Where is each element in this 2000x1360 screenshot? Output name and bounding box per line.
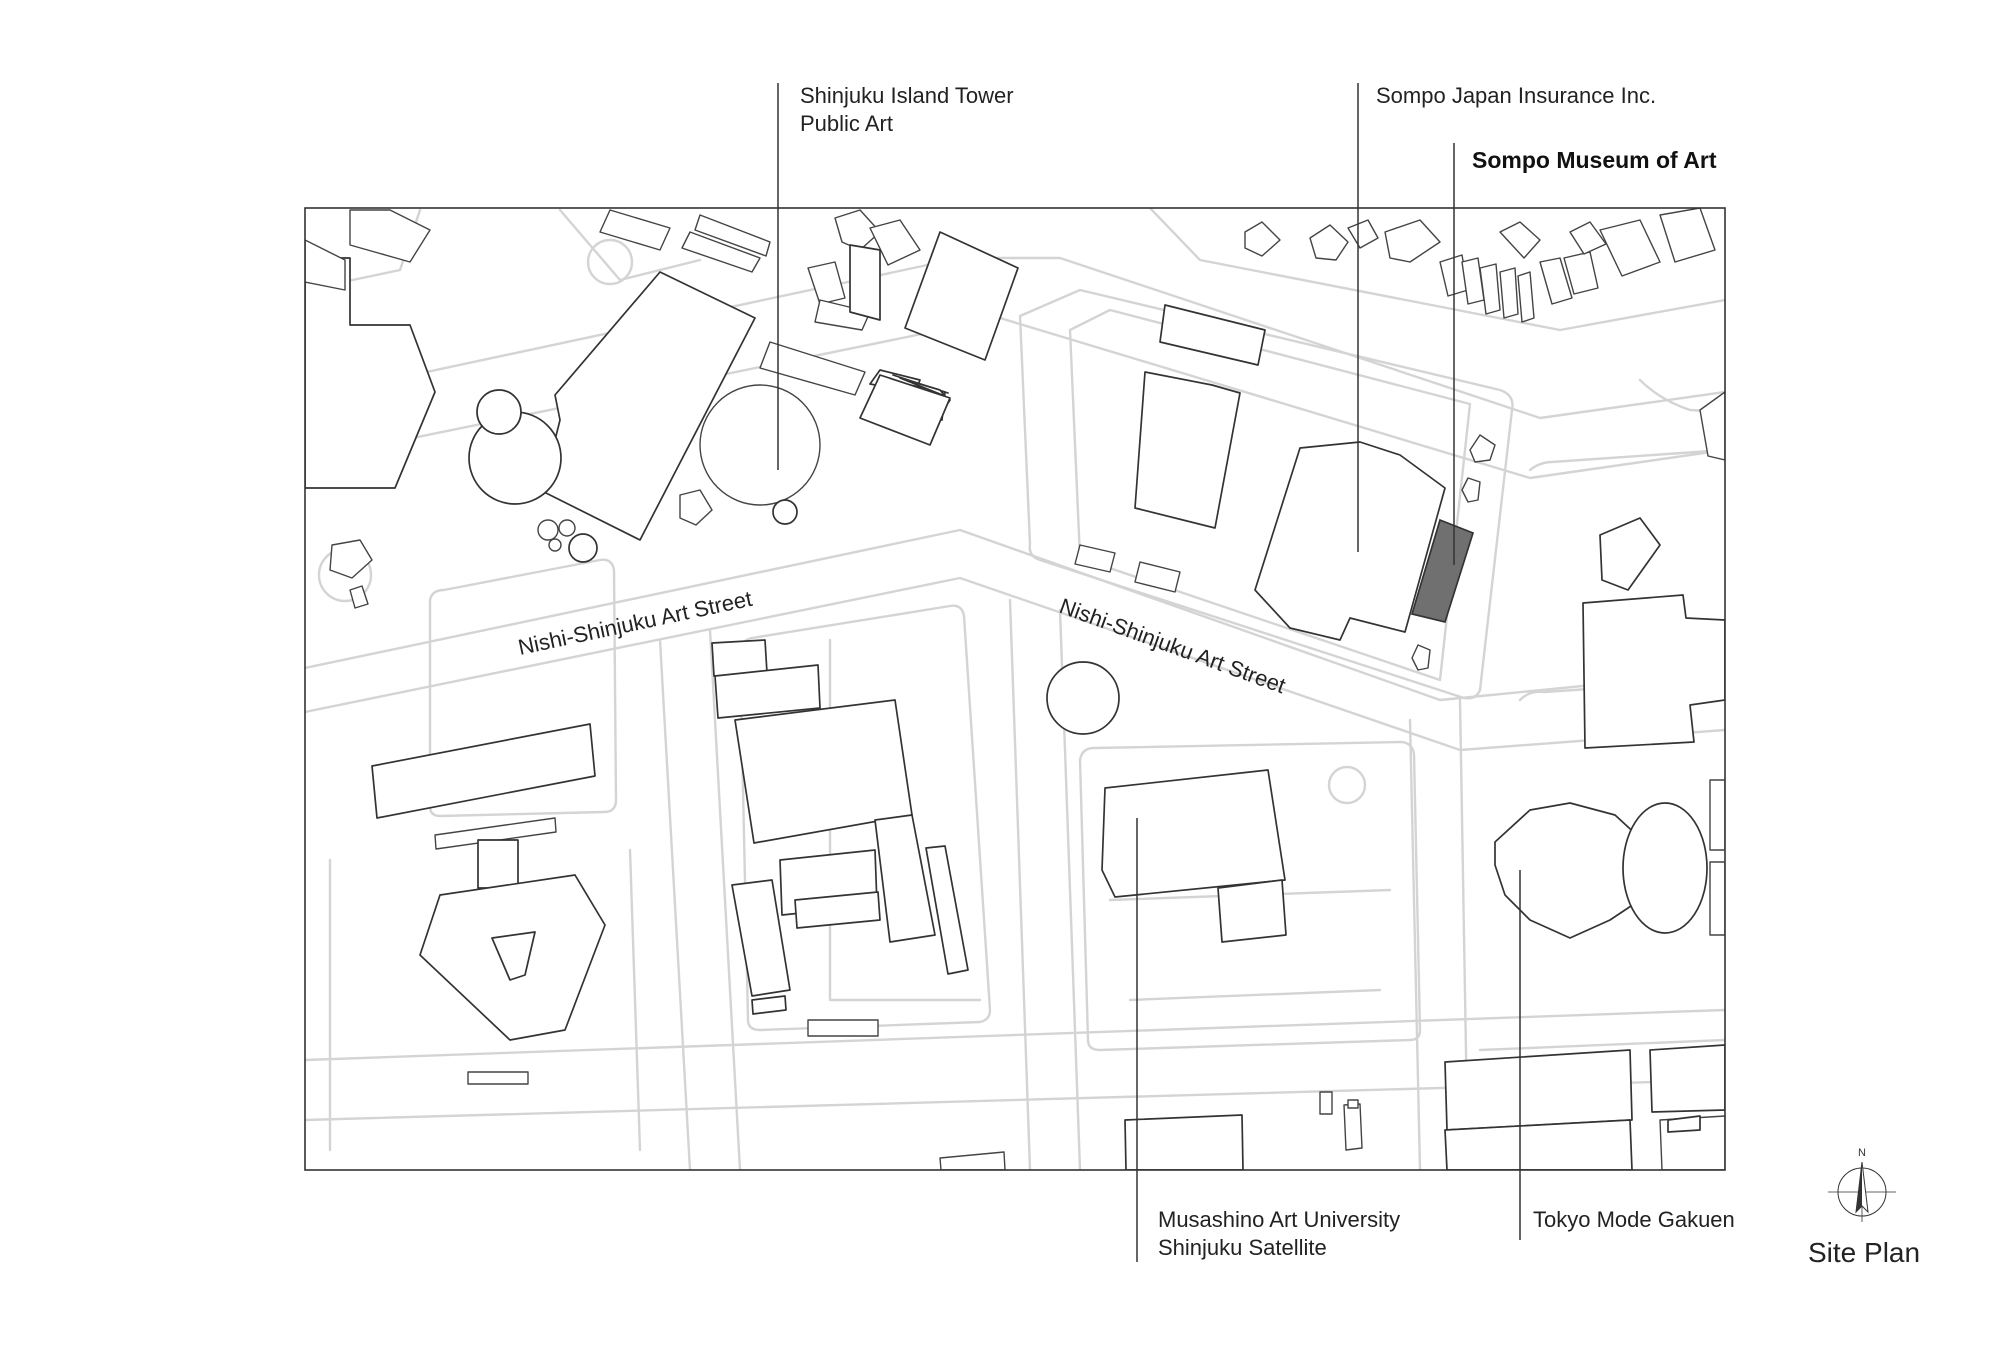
- label-sompo-museum-of-art: Sompo Museum of Art: [1472, 147, 1717, 173]
- plan-title: Site Plan: [1808, 1237, 1920, 1268]
- musashino-art-university-building: [1101, 769, 1286, 898]
- leader-lines: [777, 83, 1521, 1262]
- label-shinjuku-island-tower: Shinjuku Island Tower: [800, 83, 1014, 108]
- label-shinjuku-satellite: Shinjuku Satellite: [1158, 1235, 1327, 1260]
- tokyo-mode-gakuen-building: [1494, 802, 1641, 939]
- north-arrow-icon: N: [1828, 1147, 1896, 1222]
- map-area: [305, 208, 1725, 1170]
- label-tokyo-mode-gakuen: Tokyo Mode Gakuen: [1533, 1207, 1735, 1232]
- sompo-japan-insurance-building: [1254, 441, 1446, 641]
- label-sompo-japan-insurance: Sompo Japan Insurance Inc.: [1376, 83, 1656, 108]
- sompo-museum-of-art-building: [1410, 518, 1475, 624]
- north-label: N: [1858, 1147, 1866, 1159]
- map-frame: [304, 207, 1726, 1171]
- label-musashino-art-university: Musashino Art University: [1158, 1207, 1400, 1232]
- label-public-art: Public Art: [800, 111, 893, 136]
- buildings: [305, 208, 1725, 1170]
